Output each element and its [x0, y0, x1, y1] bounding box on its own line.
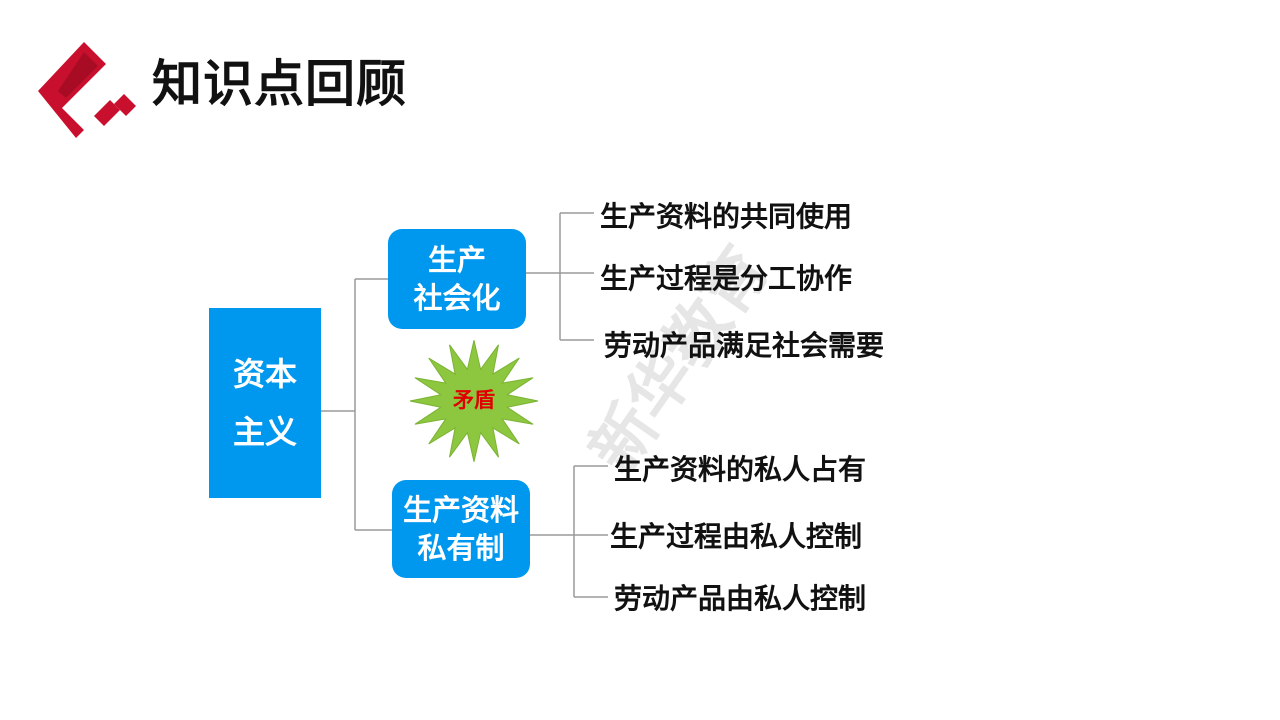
branch-node-label: 生产资料 私有制: [402, 493, 519, 565]
contradiction-label: 矛盾: [453, 388, 495, 412]
branch-node-private-ownership: 生产资料 私有制: [392, 480, 530, 578]
leaf-item: 生产资料的私人占有: [614, 453, 867, 486]
branch-node-label: 生产 社会化: [413, 243, 501, 315]
leaf-item: 劳动产品满足社会需要: [604, 329, 885, 362]
leaf-item: 生产资料的共同使用: [600, 200, 853, 233]
logo-icon: [38, 42, 136, 138]
branch-node-socialized-production: 生产 社会化: [388, 229, 526, 329]
contradiction-star-icon: [409, 340, 539, 462]
leaf-item: 劳动产品由私人控制: [614, 582, 867, 615]
page-title: 知识点回顾: [152, 55, 407, 113]
root-node-capitalism: 资本 主义: [209, 308, 321, 498]
leaf-item: 生产过程是分工协作: [600, 262, 853, 295]
root-node-label: 资本 主义: [232, 355, 297, 451]
leaf-item: 生产过程由私人控制: [610, 520, 863, 553]
